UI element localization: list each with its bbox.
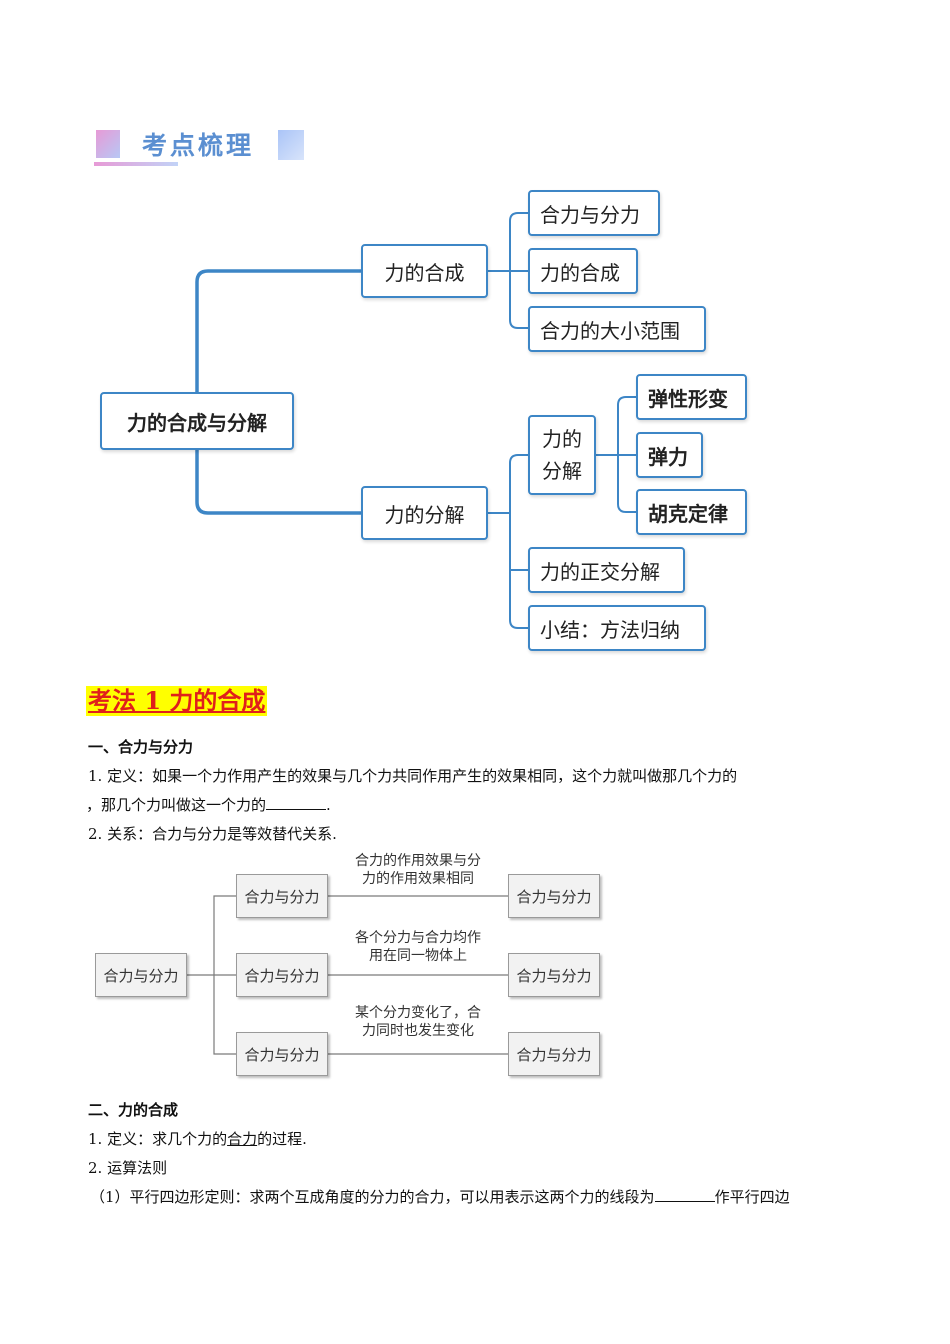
decor-block-left xyxy=(96,130,120,158)
section2-p3b: 作平行四边 xyxy=(714,1188,790,1206)
fill-blank-2 xyxy=(654,1187,715,1202)
mindmap-branch-decomposition: 力的分解 xyxy=(361,486,488,540)
section2-p1a: 1. 定义：求几个力的 xyxy=(88,1130,228,1148)
section1-p1-line2a: ，那几个力叫做这一个力的 xyxy=(86,796,267,814)
decor-underline xyxy=(94,162,178,166)
flow-label-1-line2: 力的作用效果相同 xyxy=(362,871,474,887)
flow-box-mid-1: 合力与分力 xyxy=(236,874,328,918)
mindmap-node-hookes-law: 胡克定律 xyxy=(636,489,747,535)
flow-box-right-2: 合力与分力 xyxy=(508,953,600,997)
mindmap-node-magnitude-range: 合力的大小范围 xyxy=(528,306,706,352)
flow-connectors xyxy=(187,895,508,1055)
section-heading-banner: 考点梳理 xyxy=(92,126,312,172)
mindmap-branch-composition: 力的合成 xyxy=(361,244,488,298)
flow-box-right-1: 合力与分力 xyxy=(508,874,600,918)
section2-title: 二、力的合成 xyxy=(88,1101,179,1119)
mindmap-node-elastic-force: 弹力 xyxy=(636,432,703,478)
flow-label-3-line2: 力同时也发生变化 xyxy=(362,1023,474,1039)
flow-label-1: 合力的作用效果与分 力的作用效果相同 xyxy=(338,852,498,888)
section1-p1-line2b: . xyxy=(326,796,331,814)
mindmap-root: 力的合成与分解 xyxy=(100,392,294,450)
mindmap-node-summary: 小结：方法归纳 xyxy=(528,605,706,651)
flow-label-2-line1: 各个分力与合力均作 xyxy=(355,930,481,946)
section2-p3: （1）平行四边形定则：求两个互成角度的分力的合力，可以用表示这两个力的线段为 作平… xyxy=(90,1186,790,1207)
decor-block-right xyxy=(278,130,304,160)
section2-p1: 1. 定义：求几个力的合力的过程. xyxy=(88,1128,307,1149)
mindmap-node-orthogonal: 力的正交分解 xyxy=(528,547,685,593)
section2-p1-underlined: 合力 xyxy=(227,1130,258,1148)
mindmap-node-resultant-component: 合力与分力 xyxy=(528,190,660,236)
flow-box-right-3: 合力与分力 xyxy=(508,1032,600,1076)
section2-p1b: 的过程. xyxy=(257,1130,307,1148)
section1-p2: 2. 关系：合力与分力是等效替代关系. xyxy=(88,825,337,843)
flow-label-2-line2: 用在同一物体上 xyxy=(369,948,467,964)
section-heading-title: 考点梳理 xyxy=(142,131,255,160)
flow-label-3: 某个分力变化了，合 力同时也发生变化 xyxy=(338,1004,498,1040)
flow-label-1-line1: 合力的作用效果与分 xyxy=(355,853,481,869)
flow-box-mid-2: 合力与分力 xyxy=(236,953,328,997)
flow-label-3-line1: 某个分力变化了，合 xyxy=(355,1005,481,1021)
fill-blank xyxy=(266,795,327,810)
mindmap-node-force-composition: 力的合成 xyxy=(528,248,638,294)
mindmap-sub-line1: 力的 xyxy=(542,427,582,451)
flow-box-left: 合力与分力 xyxy=(95,953,187,997)
section1-p1-line1: 1. 定义：如果一个力作用产生的效果与几个力共同作用产生的效果相同，这个力就叫做… xyxy=(88,767,738,785)
flow-box-mid-3: 合力与分力 xyxy=(236,1032,328,1076)
mindmap-node-decomposition-sub: 力的 分解 xyxy=(528,415,596,495)
section1-p1-line2: ，那几个力叫做这一个力的. xyxy=(86,794,331,815)
mindmap-sub-line2: 分解 xyxy=(542,459,582,483)
section2-p2: 2. 运算法则 xyxy=(88,1159,168,1177)
flow-label-2: 各个分力与合力均作 用在同一物体上 xyxy=(338,929,498,965)
section2-p3a: （1）平行四边形定则：求两个互成角度的分力的合力，可以用表示这两个力的线段为 xyxy=(90,1188,655,1206)
section1-title: 一、合力与分力 xyxy=(88,738,194,756)
mindmap-node-elastic-deformation: 弹性形变 xyxy=(636,374,747,420)
kaofa-title: 考法 1 力的合成 xyxy=(86,686,268,716)
mindmap-connectors xyxy=(195,212,636,629)
